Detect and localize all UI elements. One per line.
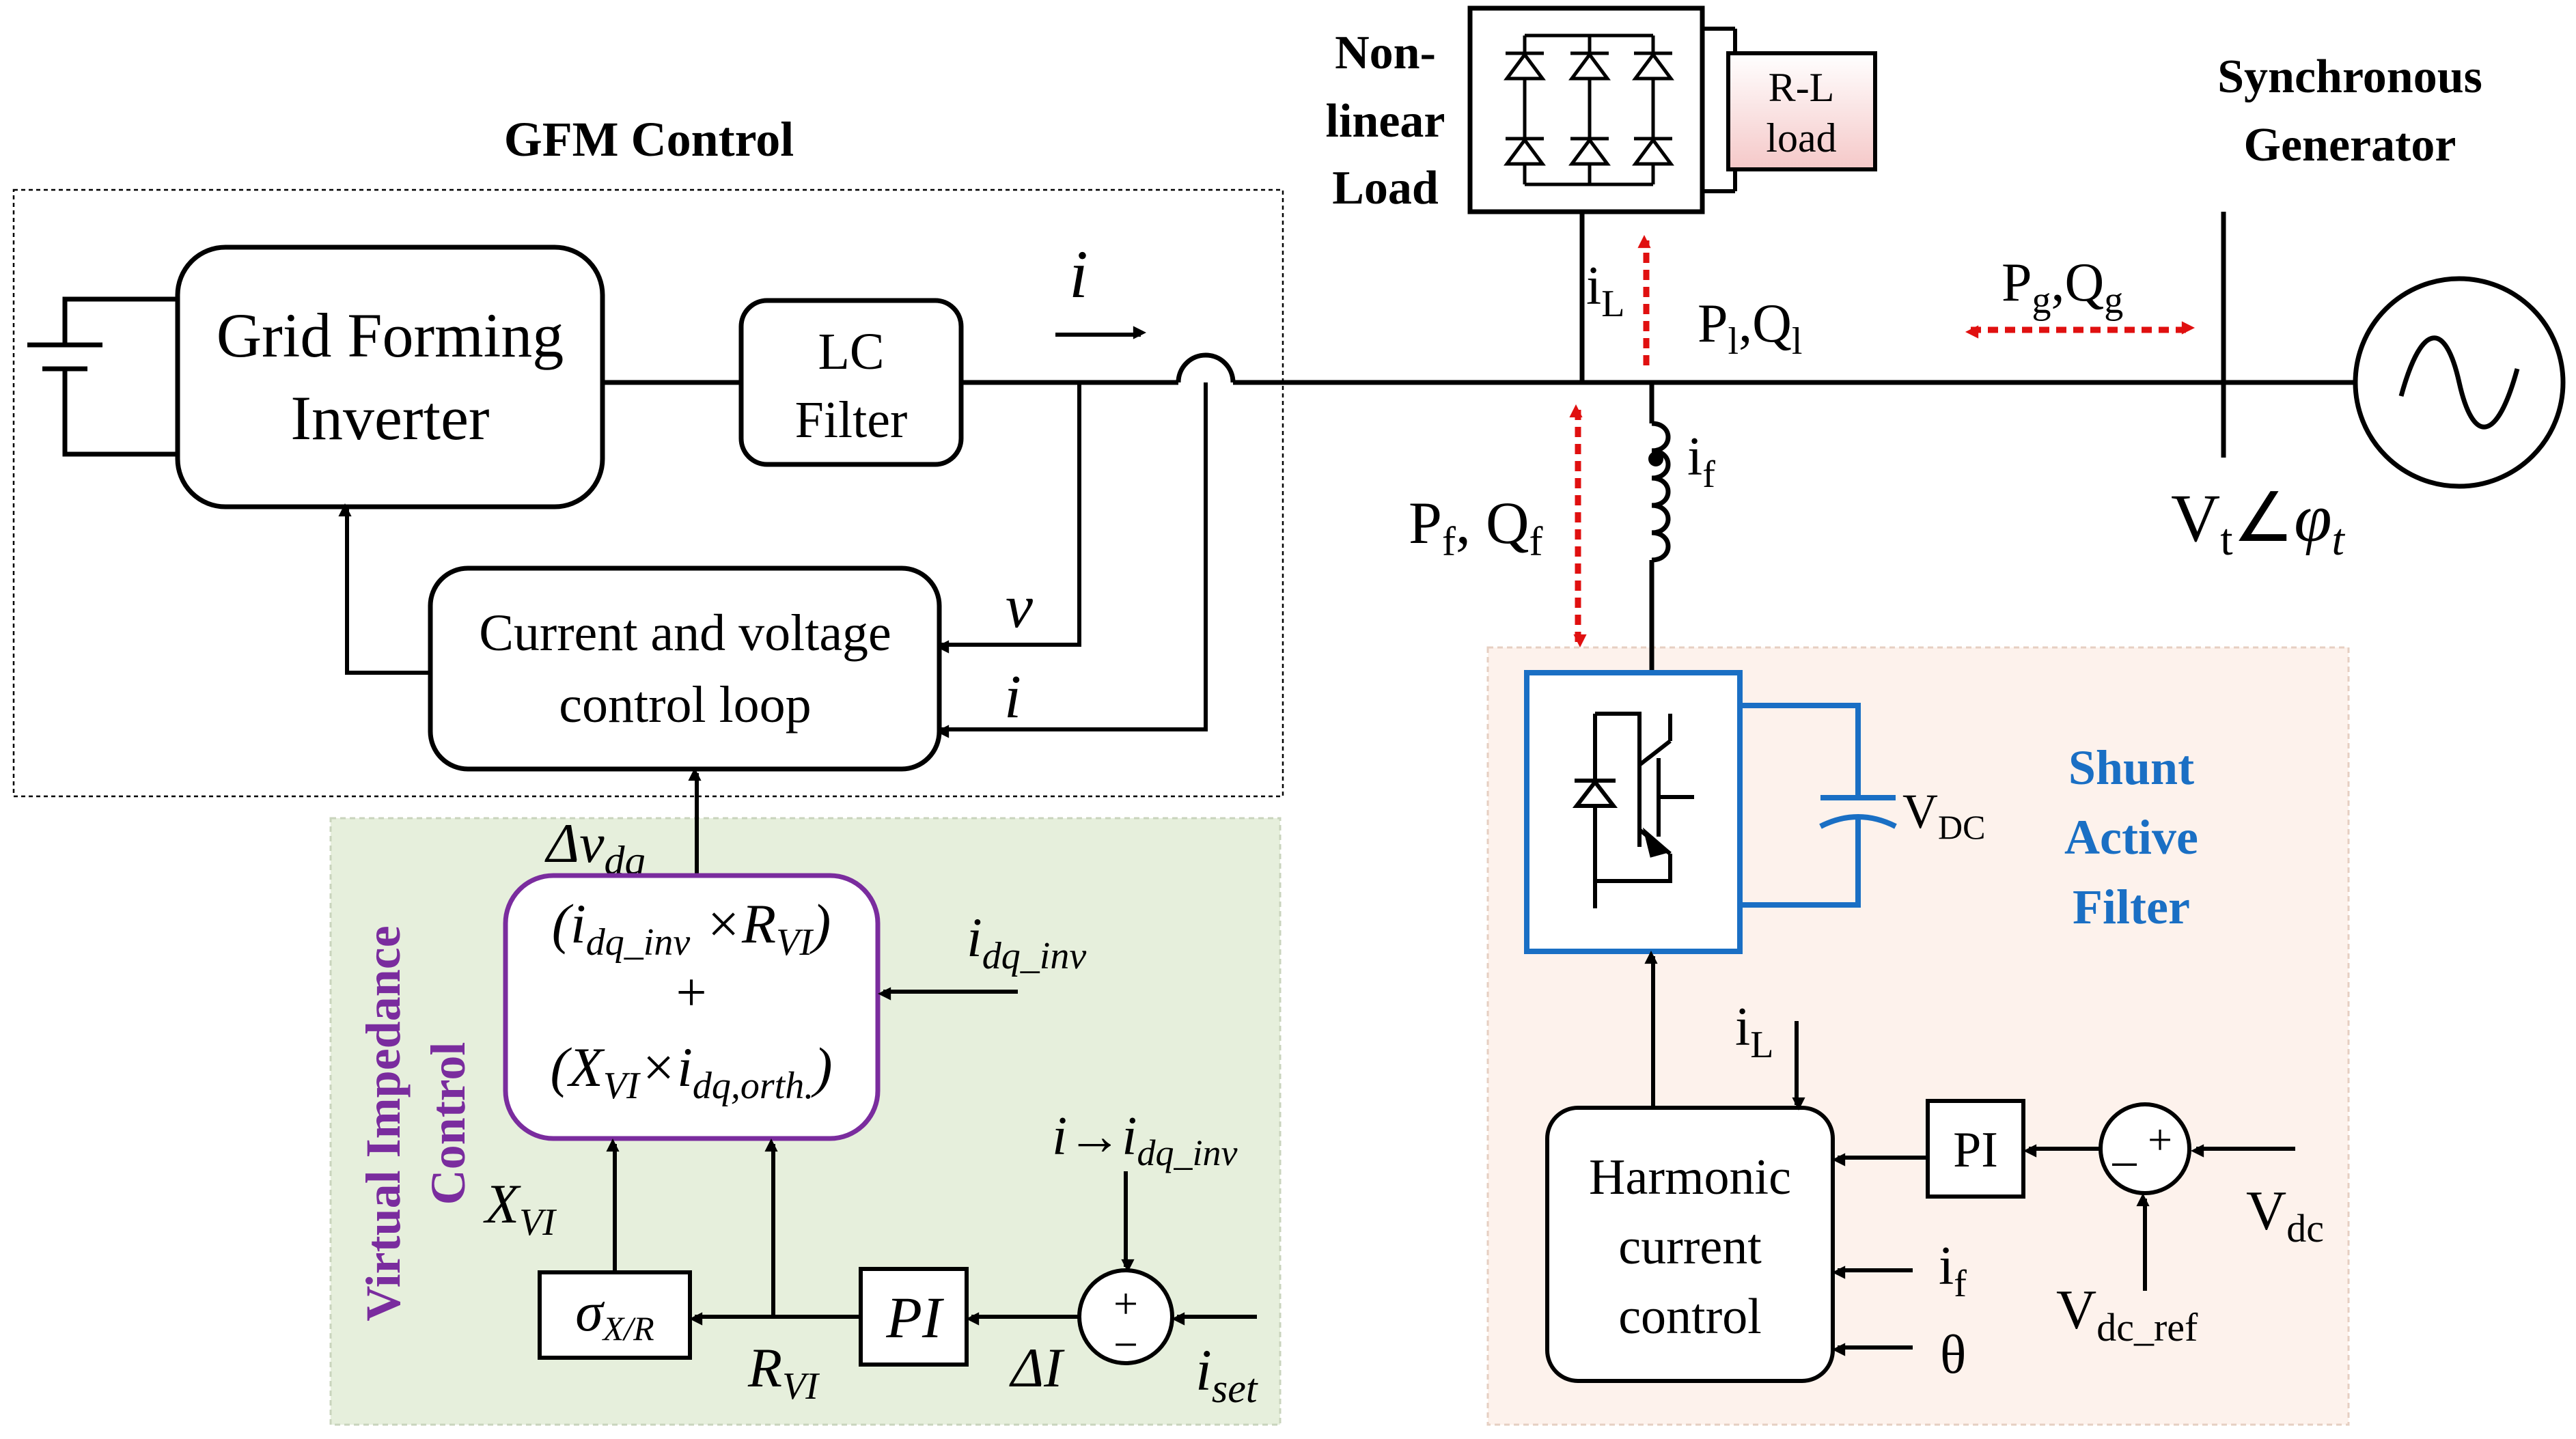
- sigma-xr-label: σX/R: [575, 1281, 654, 1347]
- inverter-label-line2: Inverter: [290, 383, 489, 453]
- saf-pi-label: PI: [1953, 1122, 1998, 1178]
- i-to-idq-label: i→idq_inv: [1052, 1106, 1237, 1173]
- inverter-label-line1: Grid Forming: [217, 301, 564, 370]
- load-power-label: Pl,Ql: [1698, 294, 1802, 363]
- saf-title-line3: Filter: [2073, 880, 2190, 934]
- sigma-xr-block: [538, 1270, 692, 1360]
- rl-load-label-line2: load: [1766, 115, 1836, 160]
- vi-title-line1: Virtual Impedance: [356, 925, 411, 1321]
- terminal-voltage-label: Vt∠φt: [2171, 480, 2346, 565]
- vi-title-line2: Control: [421, 1042, 475, 1205]
- vi-sum-minus: −: [1113, 1320, 1138, 1369]
- saf-title-line1: Shunt: [2068, 740, 2194, 795]
- current-voltage-loop-block: [428, 565, 942, 772]
- grid-forming-inverter-block: [175, 245, 605, 509]
- lc-label-line2: Filter: [795, 391, 908, 449]
- ac-source-icon: [2353, 276, 2566, 489]
- lc-label-line1: LC: [818, 323, 884, 380]
- filter-power-label: Pf, Qf: [1409, 490, 1543, 564]
- harmonic-current-control-block: [1545, 1106, 1835, 1383]
- nonlinear-load-label-line2: linear: [1326, 95, 1445, 148]
- saf-title-line2: Active: [2064, 810, 2198, 865]
- rvi-label: RVI: [747, 1337, 820, 1408]
- vdc-ref-input-label: Vdc_ref: [2056, 1279, 2198, 1350]
- hcc-label-line2: current: [1618, 1219, 1762, 1275]
- hcc-label-line3: control: [1618, 1289, 1762, 1345]
- vi-expr-line1: (idq_inv ×RVI): [552, 893, 831, 964]
- loop-label-line2: control loop: [559, 676, 811, 734]
- diode-bridge-icon: [1504, 33, 1674, 186]
- capacitor-icon: [1819, 795, 1897, 829]
- dc-capacitor-voltage-label: VDC: [1902, 784, 1985, 846]
- load-current-label: iL: [1586, 256, 1624, 325]
- gfm-title: GFM Control: [504, 112, 794, 167]
- virtual-impedance-block: [503, 873, 881, 1141]
- vdc-input-label: Vdc: [2246, 1179, 2324, 1251]
- nonlinear-load-box: [1467, 5, 1705, 214]
- nonlinear-load-label-line1: Non-: [1335, 27, 1436, 79]
- saf-sum-minus: _: [2112, 1118, 2137, 1171]
- generator-power-label: Pg,Qg: [2002, 253, 2123, 322]
- idq-inv-input-label: idq_inv: [967, 906, 1086, 977]
- rl-load-box: [1726, 51, 1877, 171]
- voltage-feedback-wire: [935, 382, 1081, 654]
- rl-load-label-line1: R-L: [1769, 65, 1835, 110]
- loop-i-input-label: i: [1004, 663, 1021, 731]
- generator-label-line1: Synchronous: [2217, 51, 2482, 103]
- vi-sum-plus: +: [1113, 1279, 1138, 1328]
- saf-converter-box: [1524, 670, 1743, 954]
- inverter-current-label: i: [1069, 236, 1088, 312]
- delta-i-label: ΔI: [1009, 1337, 1065, 1399]
- vi-pi-label: PI: [885, 1285, 944, 1350]
- current-feedback-wire: [935, 382, 1208, 738]
- hcc-il-input-label: iL: [1735, 997, 1773, 1066]
- hcc-label-line1: Harmonic: [1589, 1149, 1791, 1205]
- saf-sum-plus: +: [2148, 1115, 2172, 1164]
- gfm-control-panel: [12, 188, 1284, 798]
- loop-label-line1: Current and voltage: [479, 604, 891, 662]
- generator-label-line2: Generator: [2244, 119, 2456, 171]
- loop-v-input-label: v: [1006, 573, 1033, 641]
- inductor-icon: [1651, 421, 1671, 563]
- saf-pi-block: [1926, 1099, 2025, 1199]
- igbt-icon: [1572, 712, 1694, 908]
- main-bus: [961, 352, 2355, 385]
- loop-to-inverter-wire: [338, 503, 430, 675]
- battery-icon: [27, 296, 178, 457]
- vi-pi-block: [859, 1267, 969, 1367]
- filter-current-label: if: [1687, 427, 1715, 496]
- inductor-dot: [1648, 451, 1663, 466]
- dc-link-wires: [1740, 703, 1861, 908]
- xvi-label: XVI: [483, 1173, 557, 1244]
- nonlinear-load-label-line3: Load: [1332, 162, 1439, 214]
- hcc-if-input-label: if: [1939, 1236, 1967, 1305]
- vi-expr-line2: (XVI×idq,orth.): [550, 1036, 832, 1107]
- hcc-theta-input-label: θ: [1940, 1325, 1966, 1385]
- vi-expr-plus: +: [676, 963, 706, 1023]
- iset-input-label: iset: [1195, 1337, 1258, 1411]
